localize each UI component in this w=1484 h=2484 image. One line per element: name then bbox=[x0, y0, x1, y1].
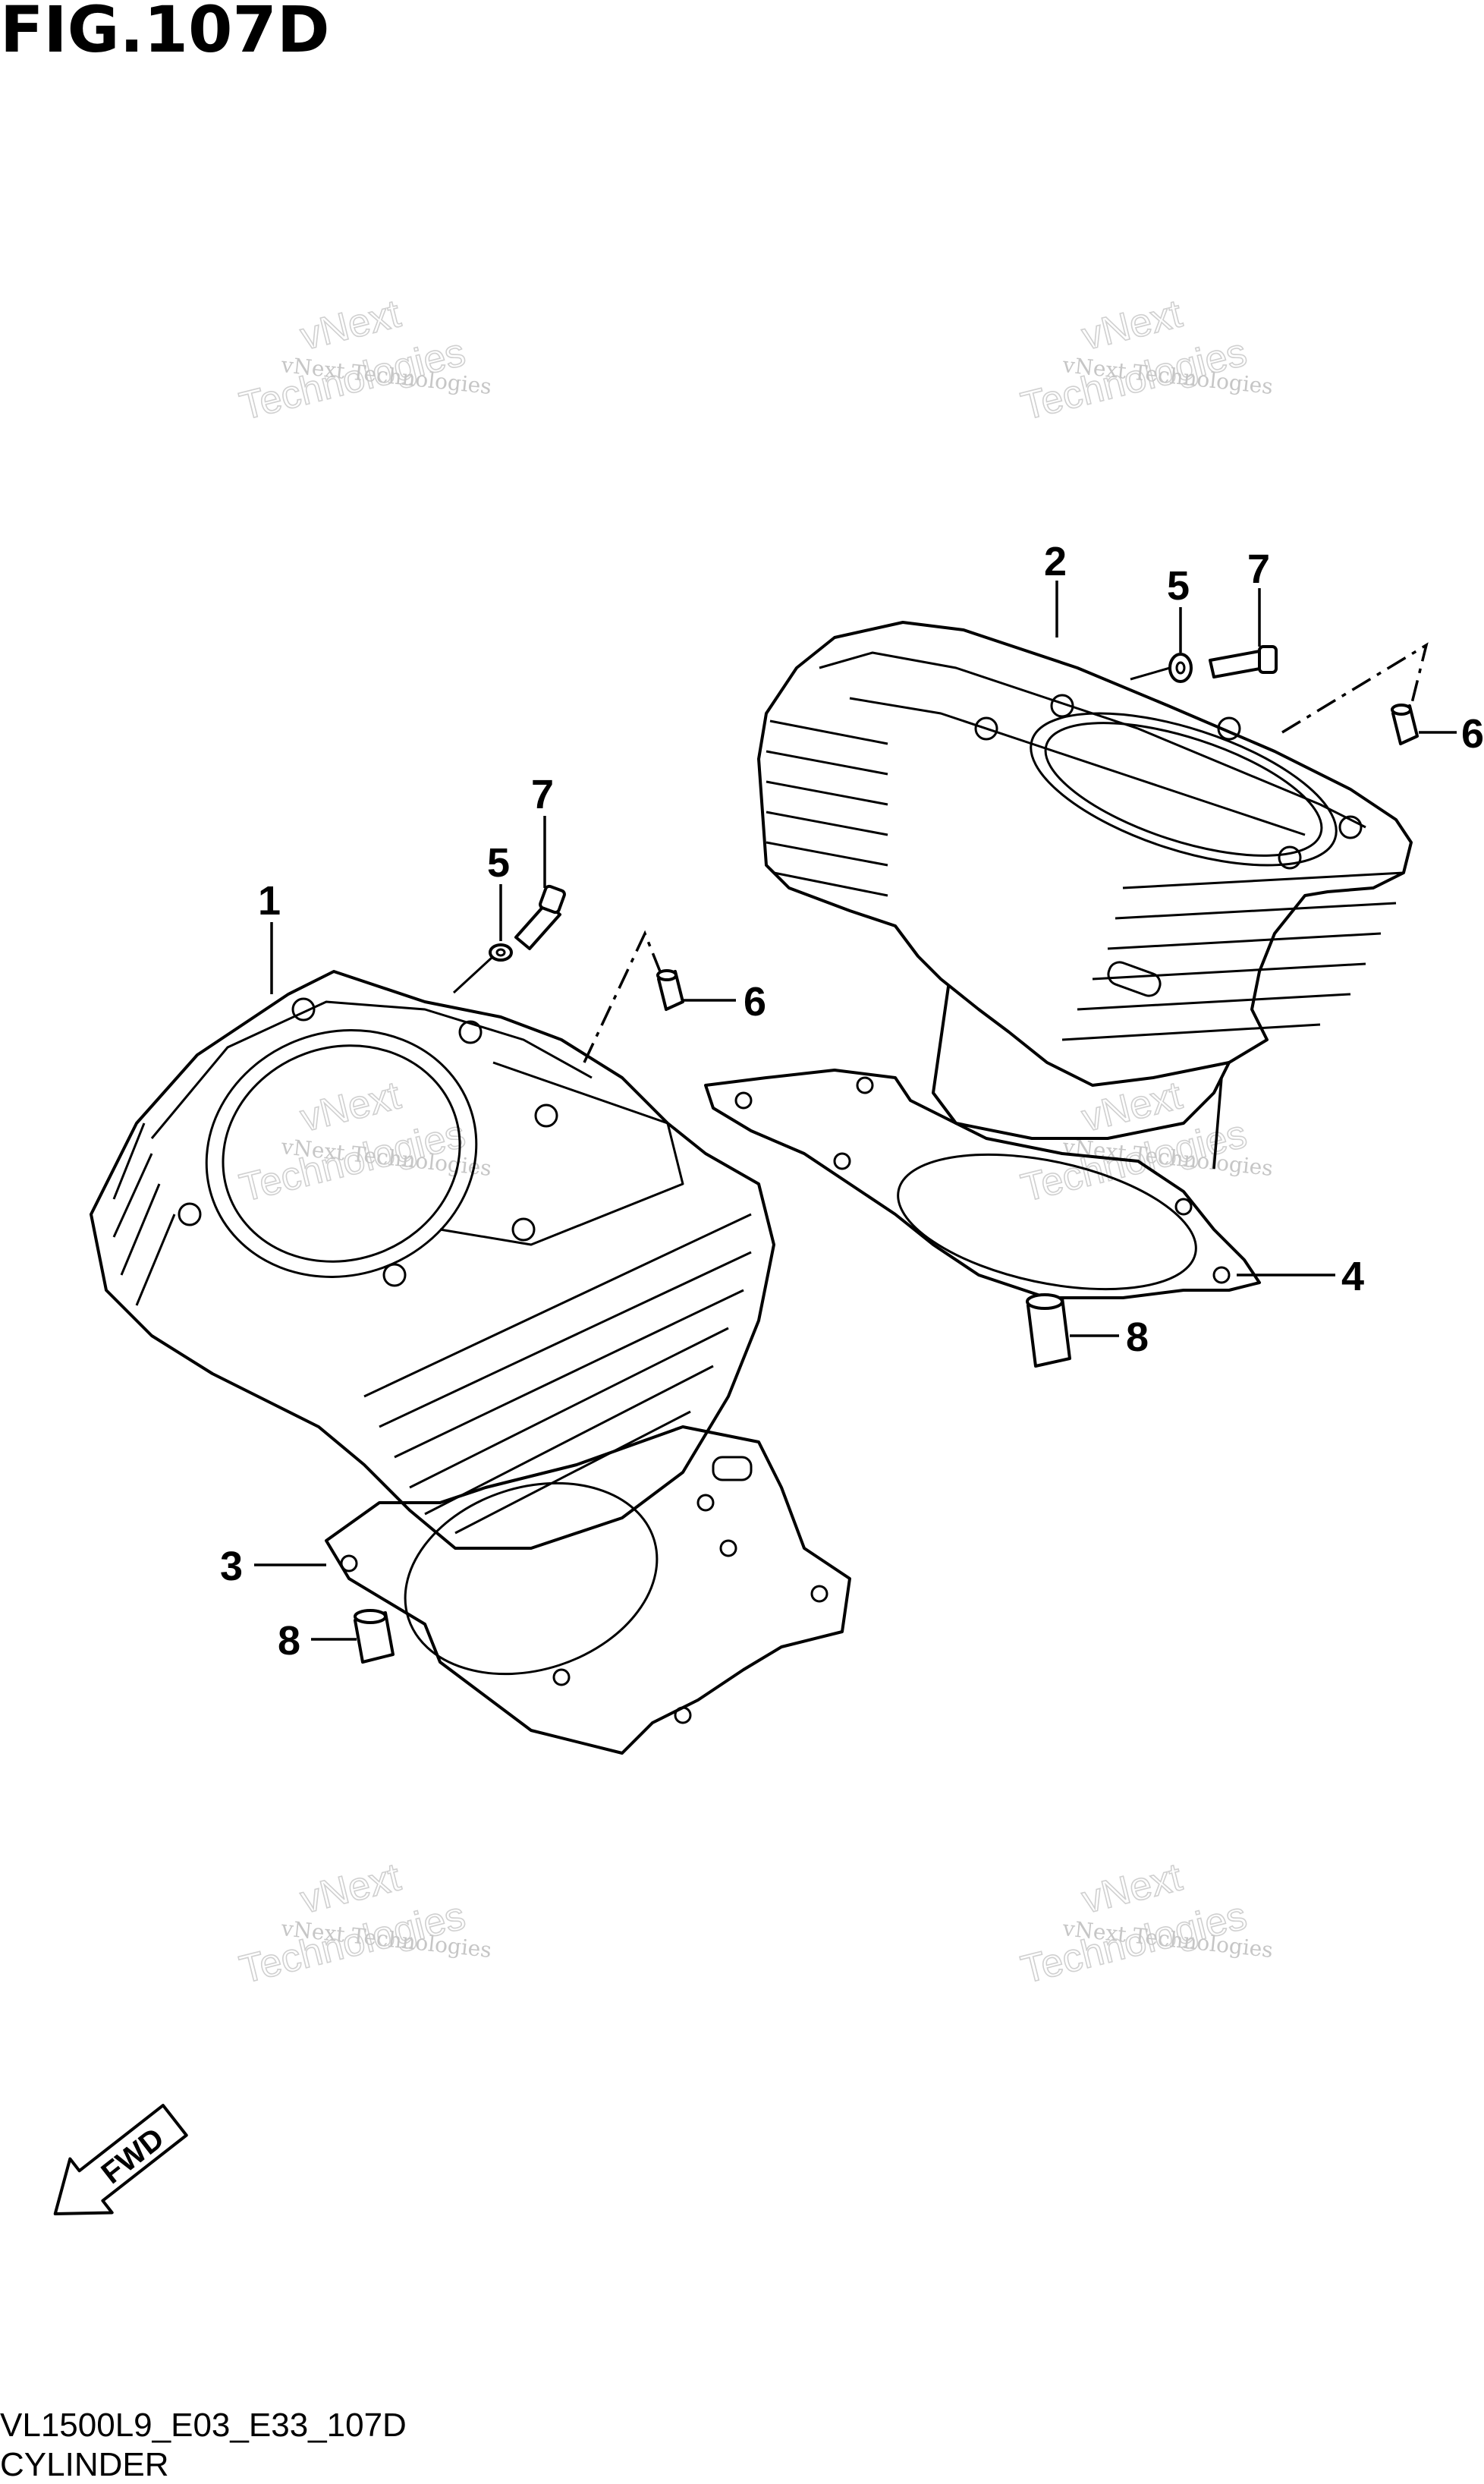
callout-5-rear: 5 bbox=[1167, 563, 1190, 609]
washer-front bbox=[489, 943, 513, 962]
callout-2: 2 bbox=[1044, 539, 1067, 584]
callout-7-front: 7 bbox=[531, 772, 554, 817]
rear-cylinder bbox=[757, 621, 1413, 1140]
watermark-bottom-left: vNext Technologies bbox=[235, 1854, 470, 1992]
plug-front bbox=[656, 969, 684, 1011]
rear-base-gasket bbox=[704, 1069, 1261, 1299]
dowel-pin-rear bbox=[1026, 1293, 1071, 1368]
callout-1: 1 bbox=[258, 878, 281, 924]
rear-cylinder-link bbox=[1130, 666, 1171, 681]
fwd-arrow-icon: FWD bbox=[53, 2104, 188, 2215]
stud-rear bbox=[1209, 645, 1278, 678]
dashed-line-front bbox=[583, 930, 663, 1063]
watermark-bottom-right: vNext Technologies bbox=[1017, 1854, 1252, 1992]
leader-gasket-rear bbox=[1212, 1077, 1223, 1170]
front-cylinder bbox=[90, 970, 775, 1550]
figure-name: CYLINDER bbox=[0, 2446, 169, 2483]
figure-code: VL1500L9_E03_E33_107D bbox=[0, 2407, 407, 2444]
figure-title: FIG.107D bbox=[0, 0, 330, 67]
dashed-line-rear bbox=[1281, 642, 1429, 734]
front-cylinder-link bbox=[452, 956, 493, 994]
callout-6-front: 6 bbox=[744, 979, 766, 1025]
stud-front bbox=[514, 884, 566, 950]
callout-8-rear: 8 bbox=[1126, 1314, 1149, 1360]
washer-rear bbox=[1168, 653, 1193, 683]
front-base-gasket bbox=[325, 1425, 851, 1755]
dowel-pin-front bbox=[354, 1609, 395, 1664]
callout-6-rear: 6 bbox=[1461, 711, 1484, 757]
plug-rear bbox=[1391, 704, 1419, 745]
watermark-top-right: vNext Technologies bbox=[1017, 291, 1252, 429]
callout-4: 4 bbox=[1341, 1254, 1364, 1299]
callout-8-front: 8 bbox=[278, 1618, 300, 1664]
watermark-top-left: vNext Technologies bbox=[235, 291, 470, 429]
callout-3: 3 bbox=[220, 1544, 243, 1589]
callout-5-front: 5 bbox=[487, 840, 510, 886]
callout-7-rear: 7 bbox=[1247, 546, 1270, 592]
